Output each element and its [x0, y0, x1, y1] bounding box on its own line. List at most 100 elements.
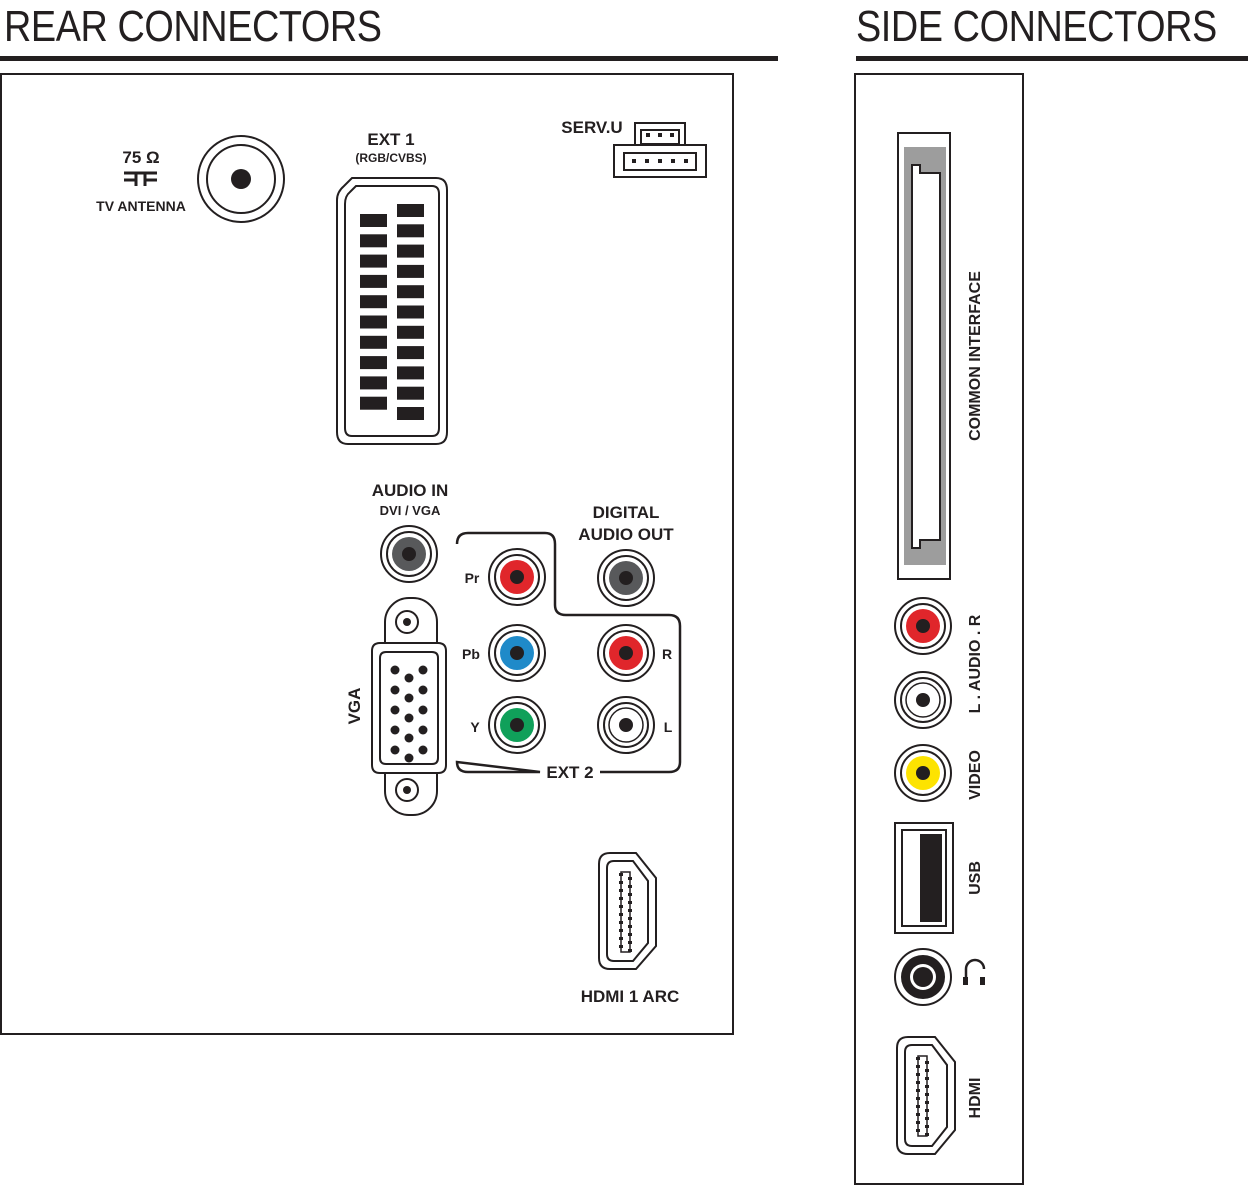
- ext2-pr-jack[interactable]: [488, 548, 546, 606]
- ext1-sub-label: (RGB/CVBS): [355, 151, 426, 165]
- hdmi-pin: [628, 893, 632, 896]
- ext2-l-label: L: [664, 719, 673, 735]
- hdmi-pin: [619, 881, 623, 884]
- hdmi-pin: [925, 1133, 929, 1136]
- ext1-label: EXT 1: [367, 130, 414, 149]
- hdmi-pin: [619, 913, 623, 916]
- hdmi-pin: [628, 909, 632, 912]
- usb-label: USB: [967, 861, 984, 895]
- ext2-y-jack[interactable]: [488, 696, 546, 754]
- side-audio-l-jack[interactable]: [894, 671, 952, 729]
- hdmi-pin: [619, 945, 623, 948]
- scart-pin: [360, 335, 387, 349]
- side-hdmi-connector[interactable]: [896, 1036, 956, 1155]
- side-connectors-heading: SIDE CONNECTORS: [856, 2, 1217, 51]
- scart-pin: [360, 315, 387, 329]
- antenna-ohm-label: 75 Ω: [122, 148, 159, 167]
- headphone-icon: [963, 958, 986, 985]
- hdmi-pin: [619, 937, 623, 940]
- ext2-pb-label: Pb: [462, 646, 480, 662]
- scart-pin: [397, 346, 424, 360]
- rear-heading-rule: [0, 56, 778, 61]
- audio-in-jack[interactable]: [380, 525, 438, 583]
- side-heading-rule: [856, 56, 1248, 61]
- hdmi-pin: [916, 1097, 920, 1100]
- scart-pin: [397, 305, 424, 319]
- hdmi-pin: [619, 921, 623, 924]
- hdmi-pin: [619, 897, 623, 900]
- side-video-label: VIDEO: [967, 750, 984, 800]
- scart-pin: [397, 386, 424, 400]
- hdmi-pin: [916, 1121, 920, 1124]
- headphone-jack[interactable]: [894, 948, 952, 1006]
- vga-pin: [418, 725, 428, 735]
- service-connector[interactable]: [613, 122, 707, 178]
- ext2-label: EXT 2: [546, 763, 593, 782]
- antenna-symbol-icon: [124, 171, 157, 186]
- common-interface-slot[interactable]: [897, 132, 951, 580]
- hdmi-pin: [628, 933, 632, 936]
- vga-pin: [418, 685, 428, 695]
- vga-pin: [404, 673, 414, 683]
- hdmi-pin: [916, 1129, 920, 1132]
- scart-connector[interactable]: [336, 177, 448, 445]
- hdmi-pin: [619, 889, 623, 892]
- vga-connector[interactable]: [371, 597, 447, 816]
- vga-pin: [418, 705, 428, 715]
- hdmi-pin: [916, 1057, 920, 1060]
- ext2-pb-jack[interactable]: [488, 624, 546, 682]
- scart-pin: [397, 366, 424, 380]
- scart-pin: [397, 244, 424, 258]
- vga-pin: [418, 745, 428, 755]
- scart-pin: [397, 325, 424, 339]
- scart-pin: [397, 224, 424, 238]
- antenna-connector[interactable]: [197, 135, 285, 223]
- digital-audio-out-jack[interactable]: [597, 549, 655, 607]
- antenna-label: TV ANTENNA: [96, 198, 186, 214]
- scart-pin: [397, 285, 424, 299]
- hdmi-pin: [925, 1093, 929, 1096]
- scart-pin: [360, 376, 387, 390]
- hdmi-pin: [628, 885, 632, 888]
- scart-pin: [397, 204, 424, 217]
- digital-audio-label-1: DIGITAL: [593, 503, 660, 522]
- ext2-audio-l-jack[interactable]: [597, 696, 655, 754]
- scart-pin: [360, 295, 387, 309]
- ext2-r-label: R: [662, 646, 672, 662]
- side-video-jack[interactable]: [894, 744, 952, 802]
- hdmi-pin: [925, 1061, 929, 1064]
- vga-pin: [404, 713, 414, 723]
- audio-in-sub-label: DVI / VGA: [380, 503, 441, 518]
- hdmi-pin: [916, 1105, 920, 1108]
- hdmi-pin: [916, 1089, 920, 1092]
- usb-port[interactable]: [894, 822, 954, 934]
- rear-connectors-heading: REAR CONNECTORS: [4, 2, 382, 51]
- hdmi-1-arc-connector[interactable]: [598, 852, 657, 970]
- scart-pin: [360, 274, 387, 288]
- scart-pin: [360, 396, 387, 410]
- side-audio-label: L . AUDIO . R: [967, 614, 984, 713]
- vga-pin: [418, 665, 428, 675]
- hdmi-pin: [916, 1065, 920, 1068]
- hdmi-pin: [925, 1109, 929, 1112]
- serv-label: SERV.U: [561, 118, 622, 137]
- vga-pin: [404, 693, 414, 703]
- vga-pin: [404, 733, 414, 743]
- hdmi-pin: [628, 925, 632, 928]
- hdmi-1-arc-label: HDMI 1 ARC: [581, 987, 680, 1006]
- ext2-y-label: Y: [470, 719, 480, 735]
- hdmi-pin: [925, 1125, 929, 1128]
- hdmi-pin: [925, 1117, 929, 1120]
- ext2-audio-r-jack[interactable]: [597, 624, 655, 682]
- audio-in-label: AUDIO IN: [372, 481, 449, 500]
- hdmi-pin: [628, 901, 632, 904]
- hdmi-pin: [628, 941, 632, 944]
- side-hdmi-label: HDMI: [967, 1078, 984, 1119]
- vga-pin: [390, 725, 400, 735]
- side-audio-r-jack[interactable]: [894, 597, 952, 655]
- scart-pin: [397, 407, 424, 420]
- ext2-pr-label: Pr: [465, 570, 480, 586]
- hdmi-pin: [619, 873, 623, 876]
- hdmi-pin: [925, 1101, 929, 1104]
